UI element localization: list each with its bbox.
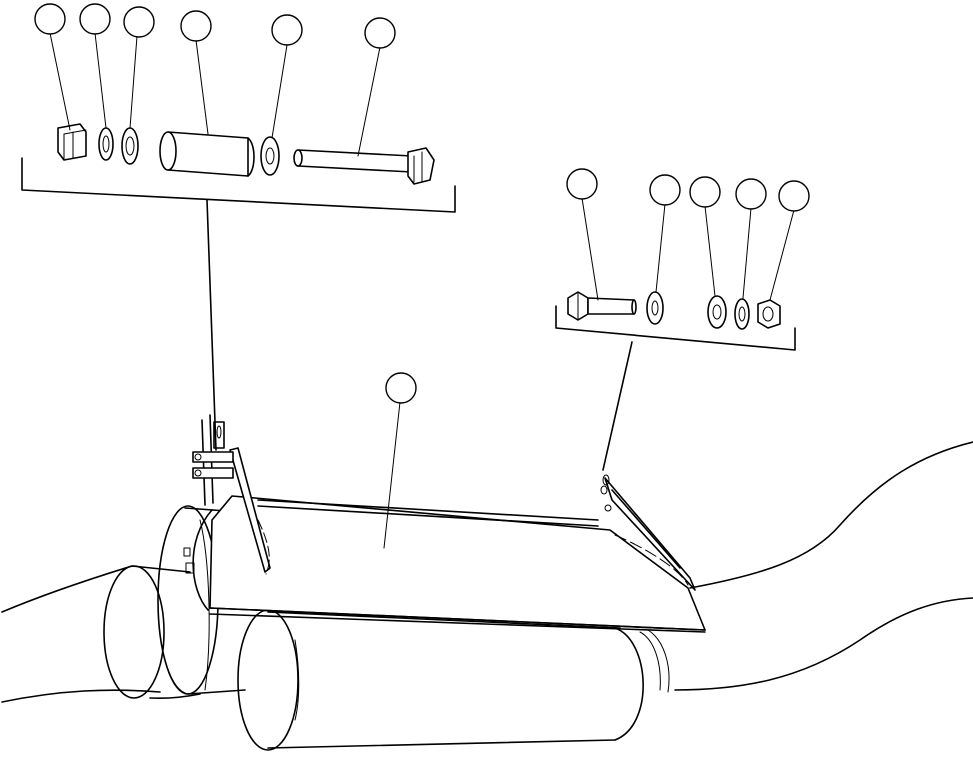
parts-group-left [21, 123, 456, 451]
callout-10 [735, 178, 767, 210]
callout-4 [180, 10, 212, 42]
callout-1 [34, 3, 66, 35]
callout-12 [385, 372, 417, 404]
left-bracket [192, 414, 234, 506]
part-lock-washer-right [734, 298, 750, 330]
part-flat-washer-left [121, 127, 139, 165]
part-flat-washer-right-2 [707, 295, 727, 329]
leader-lines [49, 32, 795, 549]
muffler-body [237, 609, 644, 751]
callouts [34, 3, 810, 404]
callout-8 [649, 174, 681, 206]
part-nut-right [757, 299, 781, 329]
exhaust-pipe-right [639, 441, 973, 693]
right-bracket [600, 474, 612, 512]
part-nut-left [57, 123, 87, 161]
callout-11 [778, 180, 810, 212]
callout-3 [123, 6, 155, 38]
part-bolt-right [567, 291, 637, 321]
part-flat-washer-left-2 [260, 136, 280, 176]
callout-9 [689, 176, 721, 208]
callout-7 [566, 168, 598, 200]
parts-group-right [555, 291, 796, 471]
callout-6 [364, 17, 396, 49]
exhaust-pipe-left [1, 565, 201, 703]
part-flat-washer-right [646, 291, 664, 325]
part-lock-washer-left [98, 127, 114, 161]
callout-5 [271, 14, 303, 46]
callout-2 [79, 3, 111, 35]
part-spacer-sleeve [159, 131, 255, 177]
heat-shield [192, 447, 706, 633]
part-long-bolt [293, 147, 435, 185]
